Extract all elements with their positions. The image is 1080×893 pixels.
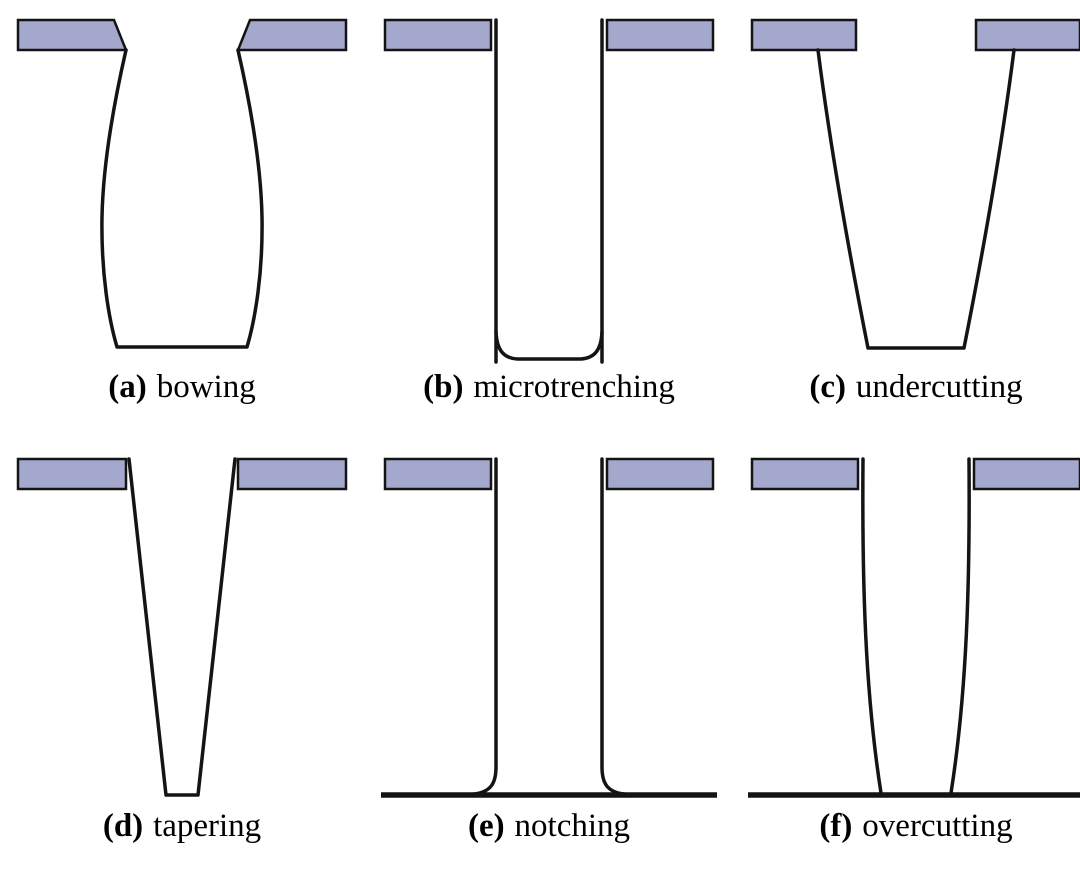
caption-letter: a (119, 369, 136, 405)
caption-label: undercutting (855, 369, 1023, 405)
etch-mask-right (236, 18, 348, 52)
caption-close-paren: ) (452, 369, 464, 405)
caption-label: bowing (156, 369, 256, 405)
etch-mask-left (16, 458, 128, 491)
microtrenching-diagram (383, 18, 715, 364)
etch-mask-right (236, 458, 348, 491)
caption-label: microtrenching (473, 369, 675, 405)
caption-open-paren: ( (819, 808, 831, 845)
caption-label: tapering (153, 808, 262, 845)
tapered-trench-profile-path (127, 457, 237, 798)
etch-mask-left (750, 458, 860, 491)
panel-caption: (f)overcutting (819, 808, 1012, 844)
undercut-trench-profile-path (816, 48, 1016, 350)
etch-mask-left (383, 458, 493, 491)
panel-a-bowing: (a)bowing (12, 12, 352, 405)
caption-letter: f (830, 808, 842, 845)
right-sidewall-notch-path (600, 457, 626, 797)
caption-close-paren: ) (493, 808, 505, 845)
etch-mask-left (383, 18, 493, 52)
caption-open-paren: ( (467, 808, 479, 845)
caption-letter: b (434, 369, 453, 405)
panel-d-tapering: (d)tapering (12, 451, 352, 844)
left-sidewall-overcut-path (861, 457, 883, 796)
panel-caption: (e)notching (468, 808, 630, 844)
panel-caption: (b)microtrenching (423, 369, 675, 405)
etch-profile-figure: (a)bowing (b)microtrenching (c)undercutt… (12, 12, 1080, 844)
caption-open-paren: ( (102, 808, 114, 845)
panel-f-overcutting: (f)overcutting (746, 451, 1080, 844)
caption-close-paren: ) (135, 369, 147, 405)
caption-letter: c (820, 369, 835, 405)
panel-caption: (c)undercutting (809, 369, 1022, 405)
etch-mask-right (605, 18, 715, 52)
panel-c-undercutting: (c)undercutting (746, 12, 1080, 405)
etch-mask-right (605, 458, 715, 491)
etch-mask-right (974, 18, 1080, 52)
panel-caption: (d)tapering (103, 808, 261, 844)
caption-letter: d (113, 808, 133, 845)
panel-e-notching: (e)notching (379, 451, 719, 844)
caption-letter: e (478, 808, 494, 845)
etch-mask-left (750, 18, 858, 52)
caption-close-paren: ) (841, 808, 853, 845)
overcutting-diagram (748, 457, 1080, 799)
caption-label: overcutting (862, 808, 1013, 845)
bowing-trench-profile-path (100, 48, 264, 349)
etch-mask-left (16, 18, 128, 52)
microtrench-bottom-path (494, 330, 604, 361)
caption-open-paren: ( (423, 369, 435, 405)
right-sidewall-overcut-path (949, 457, 971, 796)
caption-close-paren: ) (834, 369, 846, 405)
notching-diagram (381, 457, 717, 799)
left-sidewall-notch-path (472, 457, 498, 797)
tapering-diagram (16, 457, 348, 798)
caption-close-paren: ) (132, 808, 144, 845)
bowing-diagram (16, 18, 348, 349)
caption-open-paren: ( (108, 369, 120, 405)
caption-label: notching (514, 808, 631, 845)
etch-mask-right (972, 458, 1080, 491)
caption-open-paren: ( (809, 369, 821, 405)
undercutting-diagram (750, 18, 1080, 350)
panel-b-microtrenching: (b)microtrenching (379, 12, 719, 405)
panel-caption: (a)bowing (108, 369, 255, 405)
